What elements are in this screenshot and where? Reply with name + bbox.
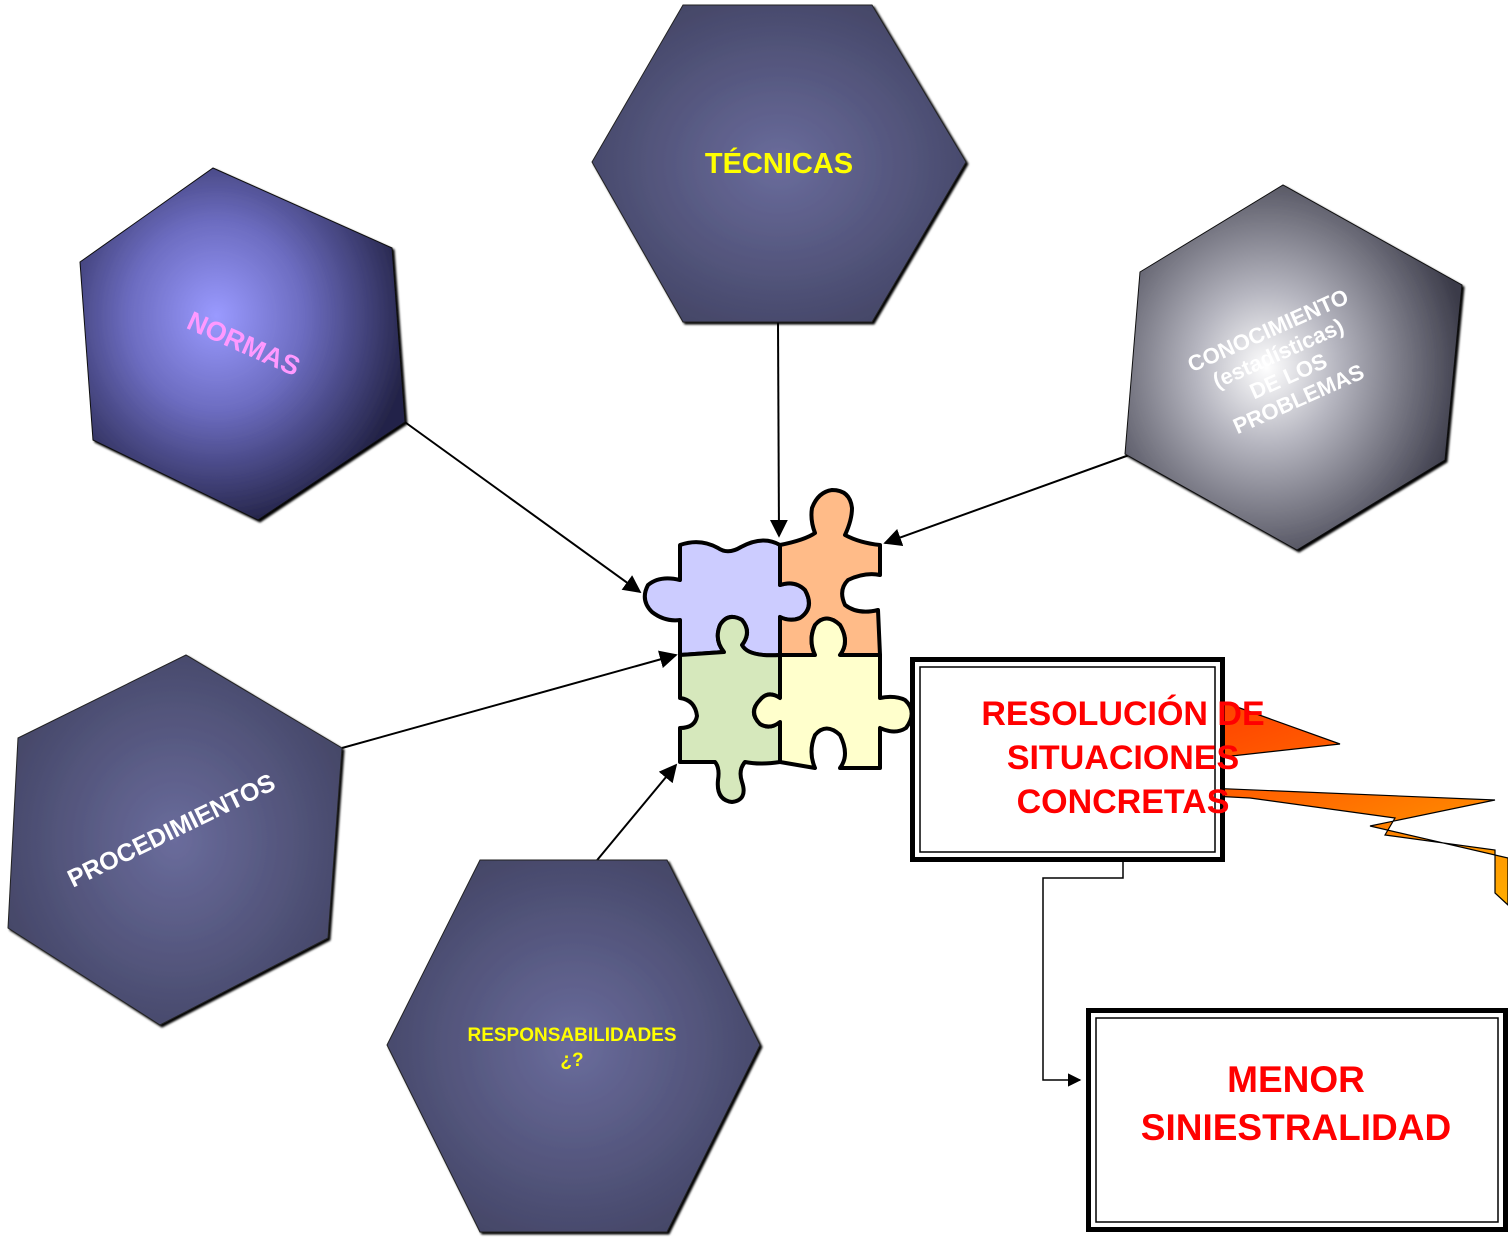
tecnicas-label: TÉCNICAS [705,146,853,180]
puzzle-piece-orange [778,488,882,657]
arrow-procedimientos [341,650,678,749]
siniestralidad-line-2: SINIESTRALIDAD [1141,1107,1451,1148]
hexagon-responsabilidades: RESPONSABILIDADES ¿? [386,859,761,1233]
resolucion-line-1: RESOLUCIÓN DE [981,695,1264,733]
arrow-tecnicas [769,321,788,538]
resolucion-line-2: SITUACIONES [1007,739,1239,777]
connector-resolucion-siniestralidad [1042,862,1124,1087]
hexagon-procedimientos: PROCEDIMIENTOS [7,654,343,1026]
responsabilidades-line-2: ¿? [560,1050,583,1071]
puzzle-piece-yellow [752,616,914,770]
responsabilidades-line-1: RESPONSABILIDADES [467,1025,676,1046]
arrow-normas [401,419,642,594]
resolucion-line-3: CONCRETAS [1017,783,1230,821]
hexagon-normas: NORMAS [79,167,406,521]
siniestralidad-line-1: MENOR [1227,1059,1365,1100]
box-resolucion: RESOLUCIÓN DE SITUACIONES CONCRETAS [910,657,1265,862]
puzzle-icon [642,488,914,804]
box-siniestralidad: MENOR SINIESTRALIDAD [1086,1008,1508,1232]
hexagon-conocimiento: CONOCIMIENTO (estadísticas) DE LOS PROBL… [1124,184,1463,551]
hexagon-tecnicas: TÉCNICAS [591,4,967,323]
arrow-conocimiento [883,453,1133,546]
